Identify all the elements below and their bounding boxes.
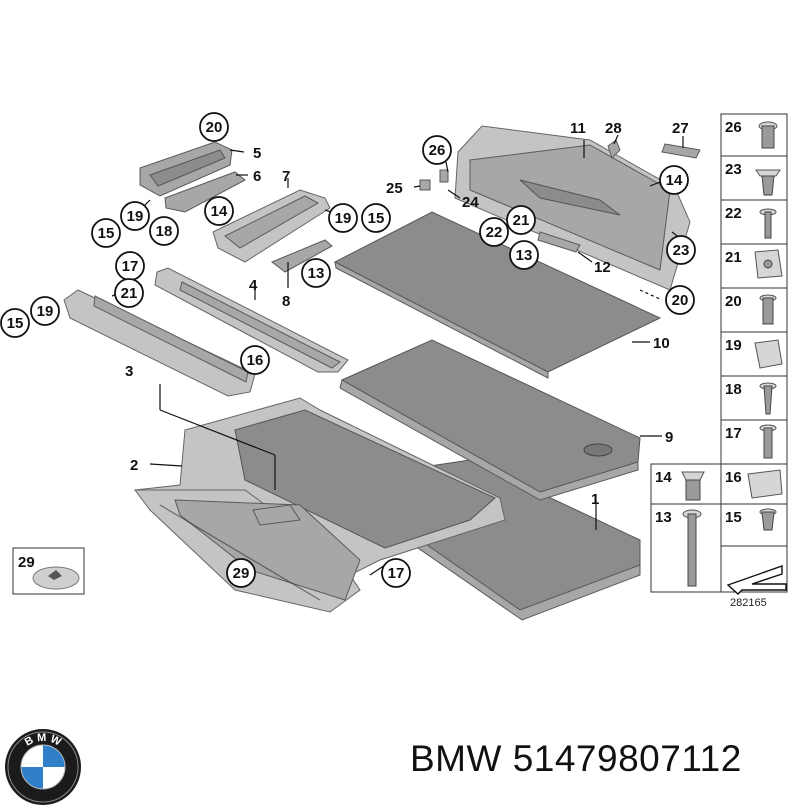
part-11-rear-shelf <box>454 125 691 291</box>
callout-22: 22 <box>479 217 509 247</box>
svg-text:15: 15 <box>98 225 115 242</box>
callout-13-a: 13 <box>301 258 331 288</box>
svg-text:19: 19 <box>127 208 144 225</box>
svg-text:19: 19 <box>725 337 742 354</box>
callout-14-b: 14 <box>659 165 689 195</box>
svg-text:14: 14 <box>655 469 672 486</box>
svg-text:21: 21 <box>121 285 138 302</box>
svg-text:13: 13 <box>516 247 533 264</box>
callout-19-c: 19 <box>30 296 60 326</box>
svg-text:19: 19 <box>37 303 54 320</box>
arrow-icon <box>726 565 787 595</box>
part-9-floor-panel <box>339 339 641 501</box>
svg-text:15: 15 <box>7 315 24 332</box>
callout-17-a: 17 <box>115 251 145 281</box>
callout-21-b: 21 <box>506 205 536 235</box>
callout-14-a: 14 <box>204 196 234 226</box>
part-27-pad <box>661 143 701 159</box>
label-2: 2 <box>130 457 138 474</box>
svg-text:17: 17 <box>725 425 742 442</box>
part-3-side-strip <box>63 289 256 397</box>
svg-text:B M W: B M W <box>23 732 64 749</box>
callout-26: 26 <box>422 135 452 165</box>
svg-text:13: 13 <box>655 509 672 526</box>
svg-text:22: 22 <box>725 205 742 222</box>
part-2-luggage-trim <box>133 397 506 613</box>
svg-text:15: 15 <box>725 509 742 526</box>
svg-text:20: 20 <box>725 293 742 310</box>
label-3: 3 <box>125 363 133 380</box>
svg-text:16: 16 <box>725 469 742 486</box>
label-10: 10 <box>653 335 670 352</box>
label-7: 7 <box>282 168 290 185</box>
svg-text:14: 14 <box>211 203 228 220</box>
part-7-support <box>212 189 331 263</box>
svg-text:26: 26 <box>429 142 446 159</box>
label-6: 6 <box>253 168 261 185</box>
svg-text:17: 17 <box>122 258 139 275</box>
callout-23: 23 <box>666 235 696 265</box>
label-4: 4 <box>249 277 258 294</box>
label-9: 9 <box>665 429 673 446</box>
diagram-number: 282165 <box>730 597 767 609</box>
bmw-logo-icon: B M W <box>5 729 81 805</box>
callout-21-a: 21 <box>114 278 144 308</box>
leader-lines <box>111 134 684 576</box>
callout-20-top: 20 <box>199 112 229 142</box>
callout-16: 16 <box>240 345 270 375</box>
svg-text:23: 23 <box>673 242 690 259</box>
callout-19-b: 19 <box>328 203 358 233</box>
svg-text:21: 21 <box>725 249 742 266</box>
svg-text:23: 23 <box>725 161 742 178</box>
inset-part-29: 29 <box>12 547 85 595</box>
svg-text:14: 14 <box>666 172 683 189</box>
svg-text:29: 29 <box>18 554 35 571</box>
callout-20-b: 20 <box>665 285 695 315</box>
part-number-text: BMW 51479807112 <box>410 738 742 779</box>
hardware-legend: 26 23 22 21 20 19 18 17 16 15 14 13 <box>650 113 788 595</box>
part-28-clip <box>607 139 621 159</box>
callout-29: 29 <box>226 558 256 588</box>
callout-17-b: 17 <box>381 558 411 588</box>
svg-text:20: 20 <box>672 292 689 309</box>
svg-text:15: 15 <box>368 210 385 227</box>
svg-text:19: 19 <box>335 210 352 227</box>
part-12-clip <box>537 231 581 253</box>
svg-text:22: 22 <box>486 224 503 241</box>
svg-text:17: 17 <box>388 565 405 582</box>
part-24-25-clips <box>419 169 449 191</box>
svg-text:29: 29 <box>233 565 250 582</box>
part-8-bracket <box>271 239 333 273</box>
part-10-luggage-cover <box>333 211 662 379</box>
callout-15-a: 15 <box>91 218 121 248</box>
svg-text:16: 16 <box>247 352 264 369</box>
callout-13-b: 13 <box>509 240 539 270</box>
svg-text:26: 26 <box>725 119 742 136</box>
part-5-bracket <box>139 141 233 197</box>
label-25: 25 <box>386 180 403 197</box>
label-5: 5 <box>253 145 261 162</box>
callout-18: 18 <box>149 216 179 246</box>
label-27: 27 <box>672 120 689 137</box>
label-12: 12 <box>594 259 611 276</box>
svg-text:18: 18 <box>725 381 742 398</box>
part-4-cover-rail <box>154 267 349 373</box>
label-28: 28 <box>605 120 622 137</box>
label-24: 24 <box>462 194 479 211</box>
svg-text:18: 18 <box>156 223 173 240</box>
label-8: 8 <box>282 293 290 310</box>
svg-text:13: 13 <box>308 265 325 282</box>
callout-15-b: 15 <box>361 203 391 233</box>
part-6-bracket <box>164 171 246 213</box>
svg-text:20: 20 <box>206 119 223 136</box>
callout-15-c: 15 <box>0 308 30 338</box>
svg-text:21: 21 <box>513 212 530 229</box>
callout-19-left-a: 19 <box>120 201 150 231</box>
label-11: 11 <box>570 120 586 137</box>
label-1: 1 <box>591 491 599 508</box>
